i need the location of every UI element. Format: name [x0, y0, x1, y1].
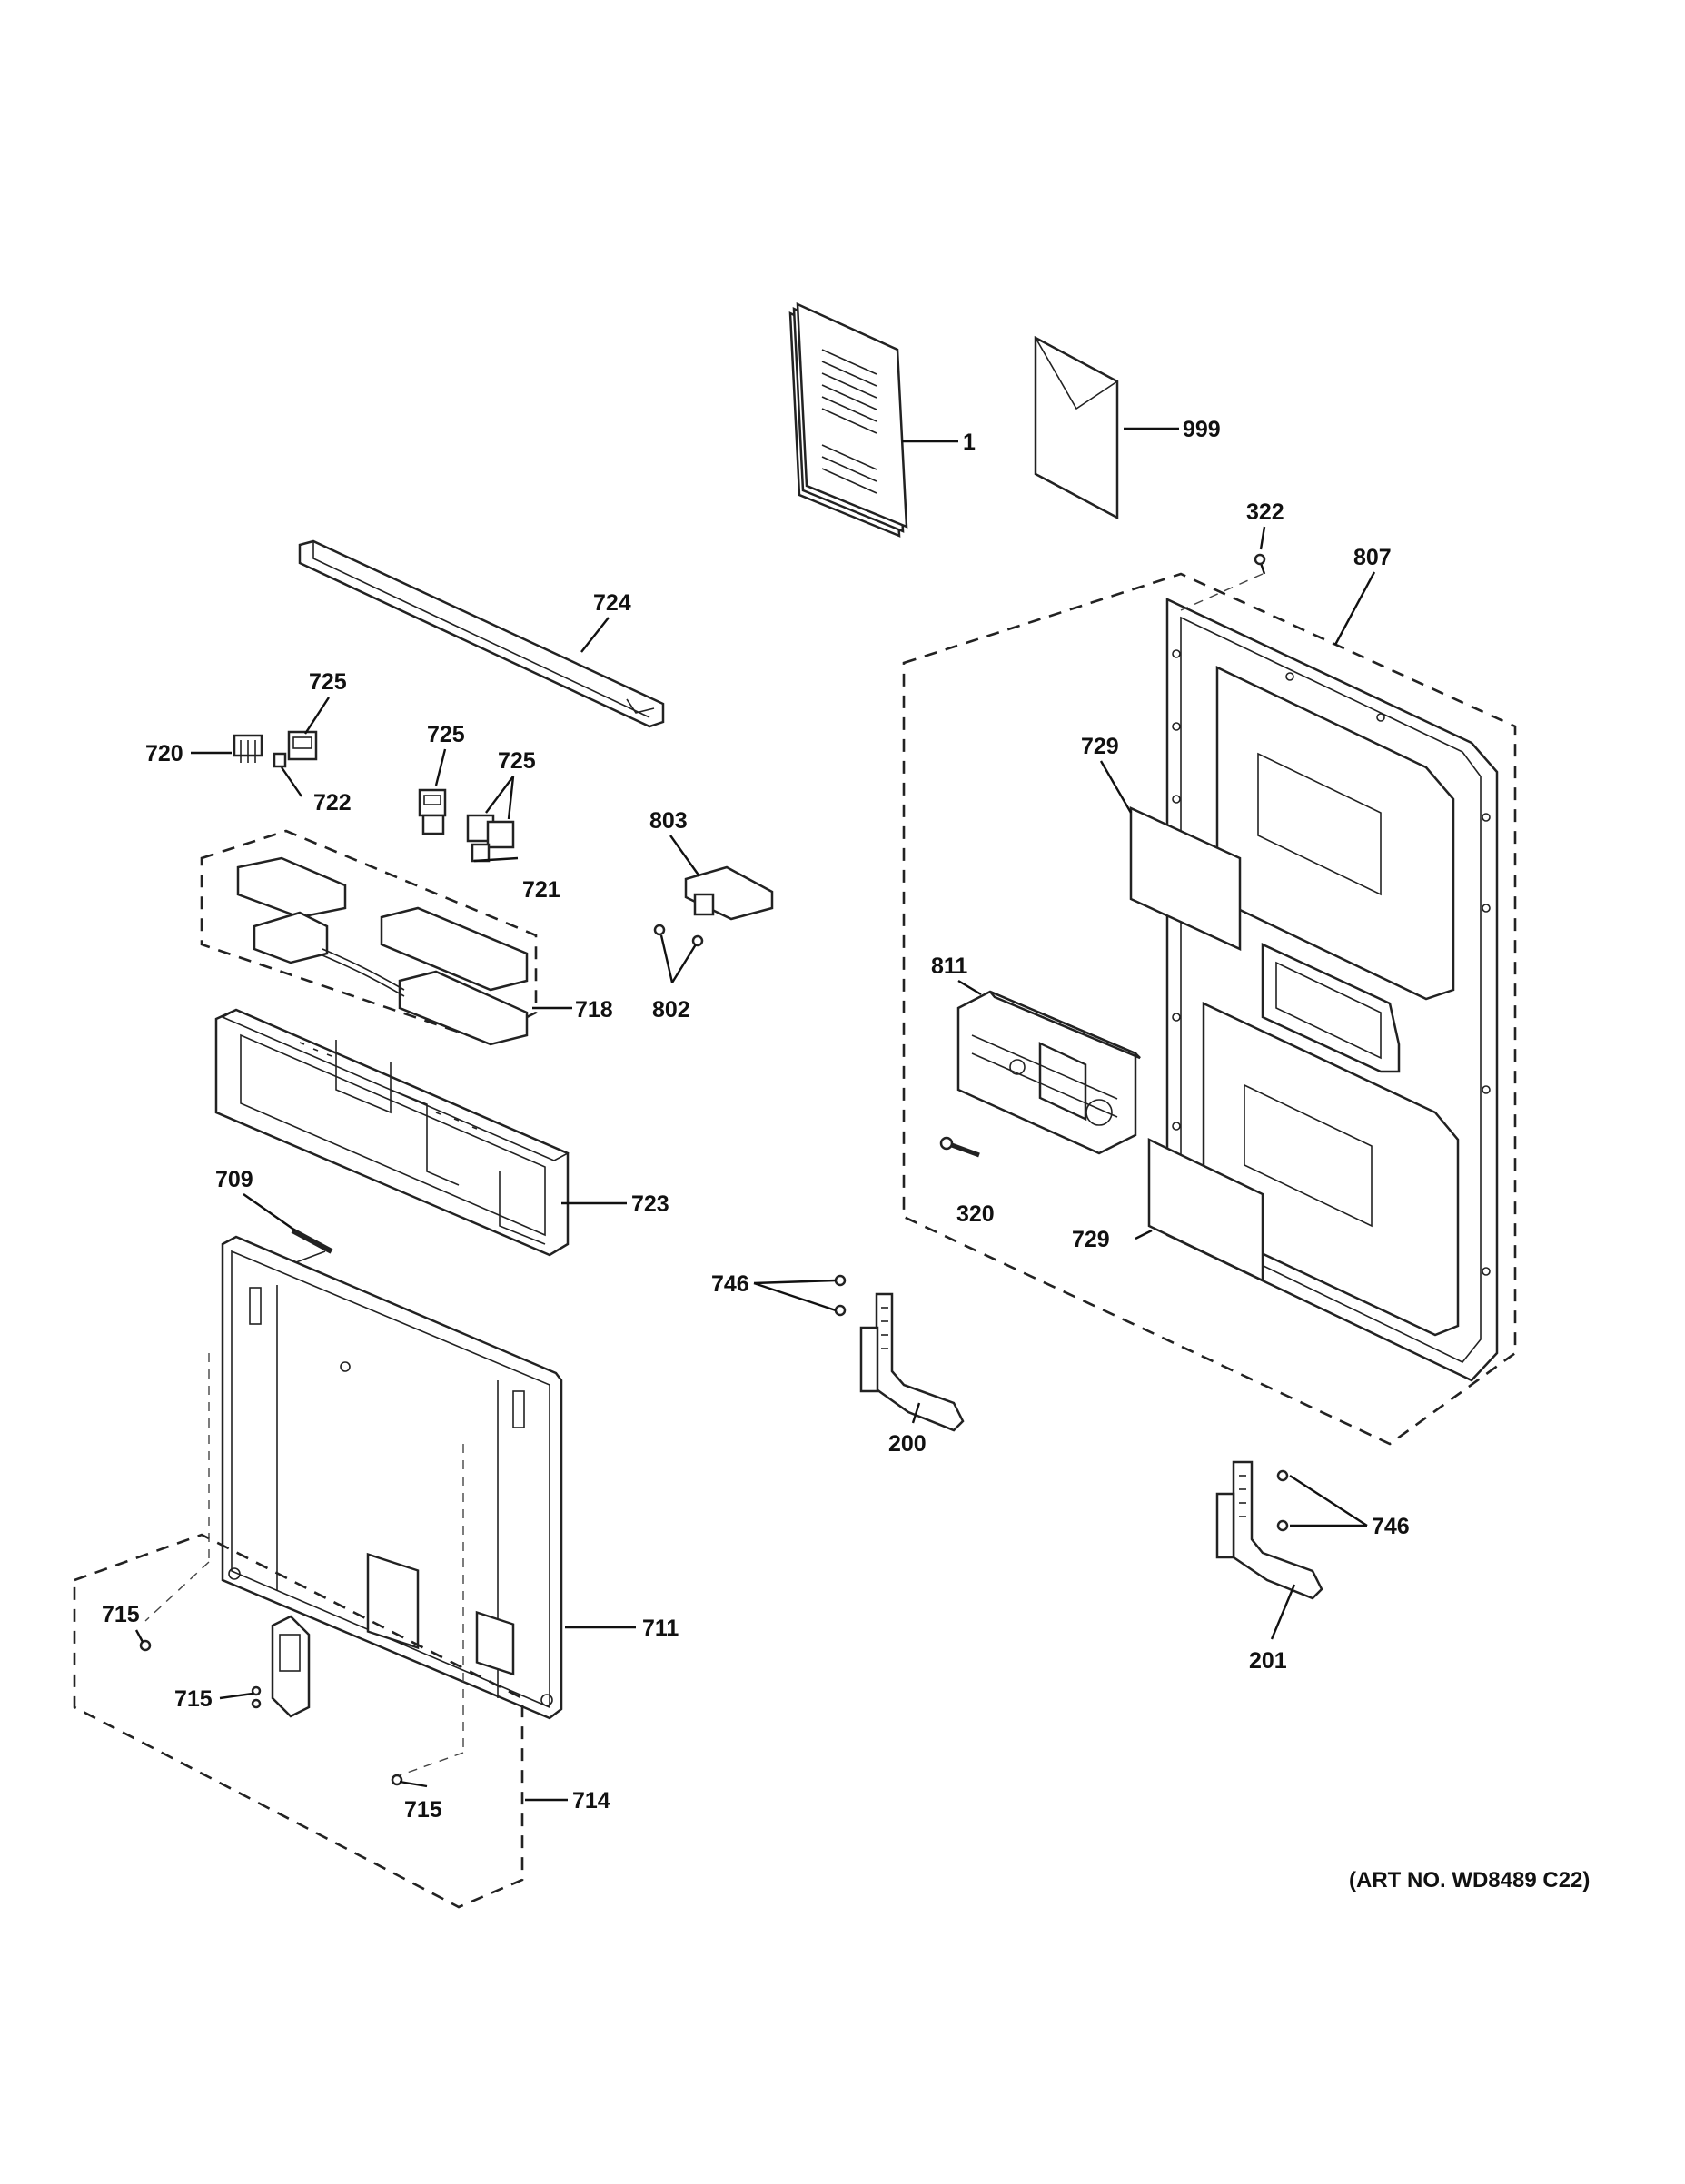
callout-999: 999 [1183, 417, 1221, 442]
part-746-screws-b [1276, 1469, 1289, 1532]
part-723-control-panel [214, 1008, 570, 1257]
part-724-trim [298, 539, 665, 728]
callout-725-a: 725 [309, 669, 347, 695]
part-200-hinge [859, 1292, 965, 1432]
callout-715-a: 715 [102, 1602, 140, 1627]
leader-lines [134, 427, 1376, 1802]
callout-746-b: 746 [1372, 1514, 1410, 1539]
callout-720: 720 [145, 741, 183, 766]
art-number: (ART NO. WD8489 C22) [1349, 1868, 1590, 1892]
callout-1: 1 [963, 430, 976, 455]
part-720-switch [233, 734, 263, 763]
part-1-manual [788, 302, 908, 538]
part-999-envelope [1034, 335, 1119, 520]
callout-725-c: 725 [498, 748, 536, 774]
part-722-clip [273, 752, 287, 768]
callout-729-b: 729 [1072, 1227, 1110, 1252]
callout-201: 201 [1249, 1648, 1287, 1674]
callout-725-b: 725 [427, 722, 465, 747]
part-320-screw [939, 1136, 980, 1158]
part-201-hinge [1215, 1460, 1323, 1600]
callout-200: 200 [888, 1431, 927, 1457]
part-746-screws-a [834, 1274, 847, 1317]
part-803-bracket [684, 865, 774, 921]
callout-802: 802 [652, 997, 690, 1023]
callout-711: 711 [642, 1616, 679, 1641]
part-725-button-c [466, 814, 515, 863]
part-811-control-module [956, 990, 1141, 1155]
callout-803: 803 [649, 808, 688, 834]
callout-labels: 1 999 322 807 724 725 720 722 725 725 72… [102, 417, 1410, 1823]
callout-746-a: 746 [711, 1271, 749, 1297]
part-709-rod [291, 1228, 333, 1263]
callout-724: 724 [593, 590, 631, 616]
part-802-screws [653, 924, 704, 947]
callout-709: 709 [215, 1167, 253, 1192]
callout-722: 722 [313, 790, 352, 815]
callout-721: 721 [522, 877, 560, 903]
callout-723: 723 [631, 1191, 669, 1217]
callout-718: 718 [575, 997, 613, 1023]
part-322-screw [1180, 553, 1266, 611]
part-725-button-b [418, 788, 447, 835]
part-729-labels [1129, 806, 1264, 1282]
callout-715-c: 715 [404, 1797, 442, 1823]
callout-320: 320 [956, 1201, 995, 1227]
callout-729-a: 729 [1081, 734, 1119, 759]
callout-714: 714 [572, 1788, 610, 1813]
callout-322: 322 [1246, 499, 1284, 525]
callout-811: 811 [931, 954, 967, 979]
part-807-door-panel [902, 572, 1517, 1446]
part-714-group [73, 1353, 524, 1909]
callout-715-b: 715 [174, 1686, 213, 1712]
callout-807: 807 [1353, 545, 1392, 570]
part-718-board-group [200, 829, 538, 1046]
part-711-outer-door [221, 1235, 563, 1720]
part-725-button-a [287, 730, 318, 761]
